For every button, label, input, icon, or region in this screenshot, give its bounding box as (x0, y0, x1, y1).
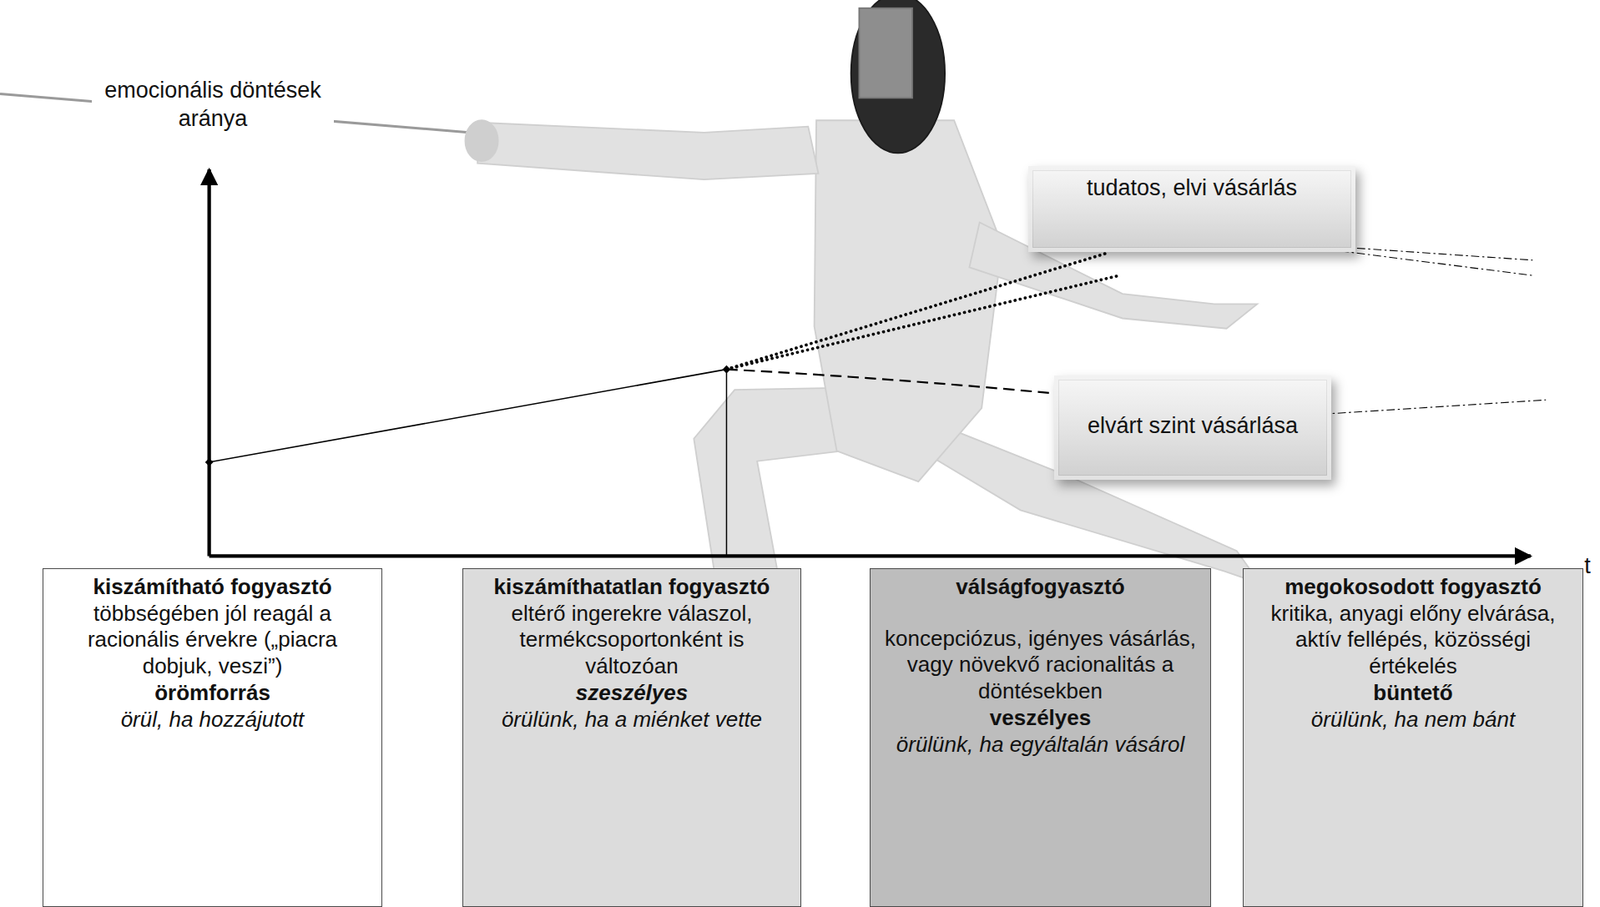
box-text: veszélyes (878, 705, 1202, 732)
box-text: örülünk, ha a miénket vette (471, 706, 793, 734)
text-stack: kiszámítható fogyasztótöbbségében jól re… (51, 574, 374, 733)
box-text: örülünk, ha nem bánt (1251, 706, 1575, 734)
box-text: koncepciózus, igényes vásárlás, vagy növ… (878, 625, 1202, 706)
text-stack: megokosodott fogyasztókritika, anyagi el… (1251, 574, 1575, 733)
box-heading: elvárt szint vásárlása (1065, 412, 1320, 440)
axis-label: t (1577, 552, 1598, 581)
box-text: örülünk, ha egyáltalán vásárol (878, 731, 1202, 759)
text-stack: válságfogyasztó koncepciózus, igényes vás… (878, 574, 1202, 758)
fencer-figure (0, 0, 1261, 584)
box-text: szeszélyes (471, 680, 793, 707)
box-text: büntető (1251, 680, 1575, 707)
box-heading: kiszámíthatatlan fogyasztó (471, 574, 793, 601)
scenario-box: elvárt szint vásárlása (1054, 375, 1332, 480)
text-stack: kiszámíthatatlan fogyasztóeltérő ingerek… (471, 574, 793, 733)
consumer-type-box: kiszámíthatatlan fogyasztóeltérő ingerek… (462, 568, 802, 907)
consumer-type-box: kiszámítható fogyasztótöbbségében jól re… (42, 568, 383, 907)
consumer-type-box: megokosodott fogyasztókritika, anyagi el… (1242, 568, 1584, 907)
box-heading: tudatos, elvi vásárlás (1039, 174, 1344, 202)
box-heading: válságfogyasztó (878, 574, 1202, 601)
consumer-type-box: válságfogyasztó koncepciózus, igényes vás… (869, 568, 1212, 907)
axis-label: emocionális döntések aránya (91, 76, 334, 134)
box-heading: kiszámítható fogyasztó (51, 574, 374, 601)
data-points (205, 365, 732, 467)
box-text: örül, ha hozzájutott (51, 706, 374, 734)
box-text: eltérő ingerekre válaszol, termékcsoport… (471, 600, 793, 681)
box-text: örömforrás (51, 680, 374, 707)
box-heading: megokosodott fogyasztó (1251, 574, 1575, 601)
text-stack: tudatos, elvi vásárlás (1039, 174, 1344, 202)
box-text: kritika, anyagi előny elvárása, aktív fe… (1251, 600, 1575, 681)
text-stack: elvárt szint vásárlása (1065, 412, 1320, 440)
scenario-box: tudatos, elvi vásárlás (1028, 166, 1356, 253)
box-text: többségében jól reagál a racionális érve… (51, 600, 374, 681)
